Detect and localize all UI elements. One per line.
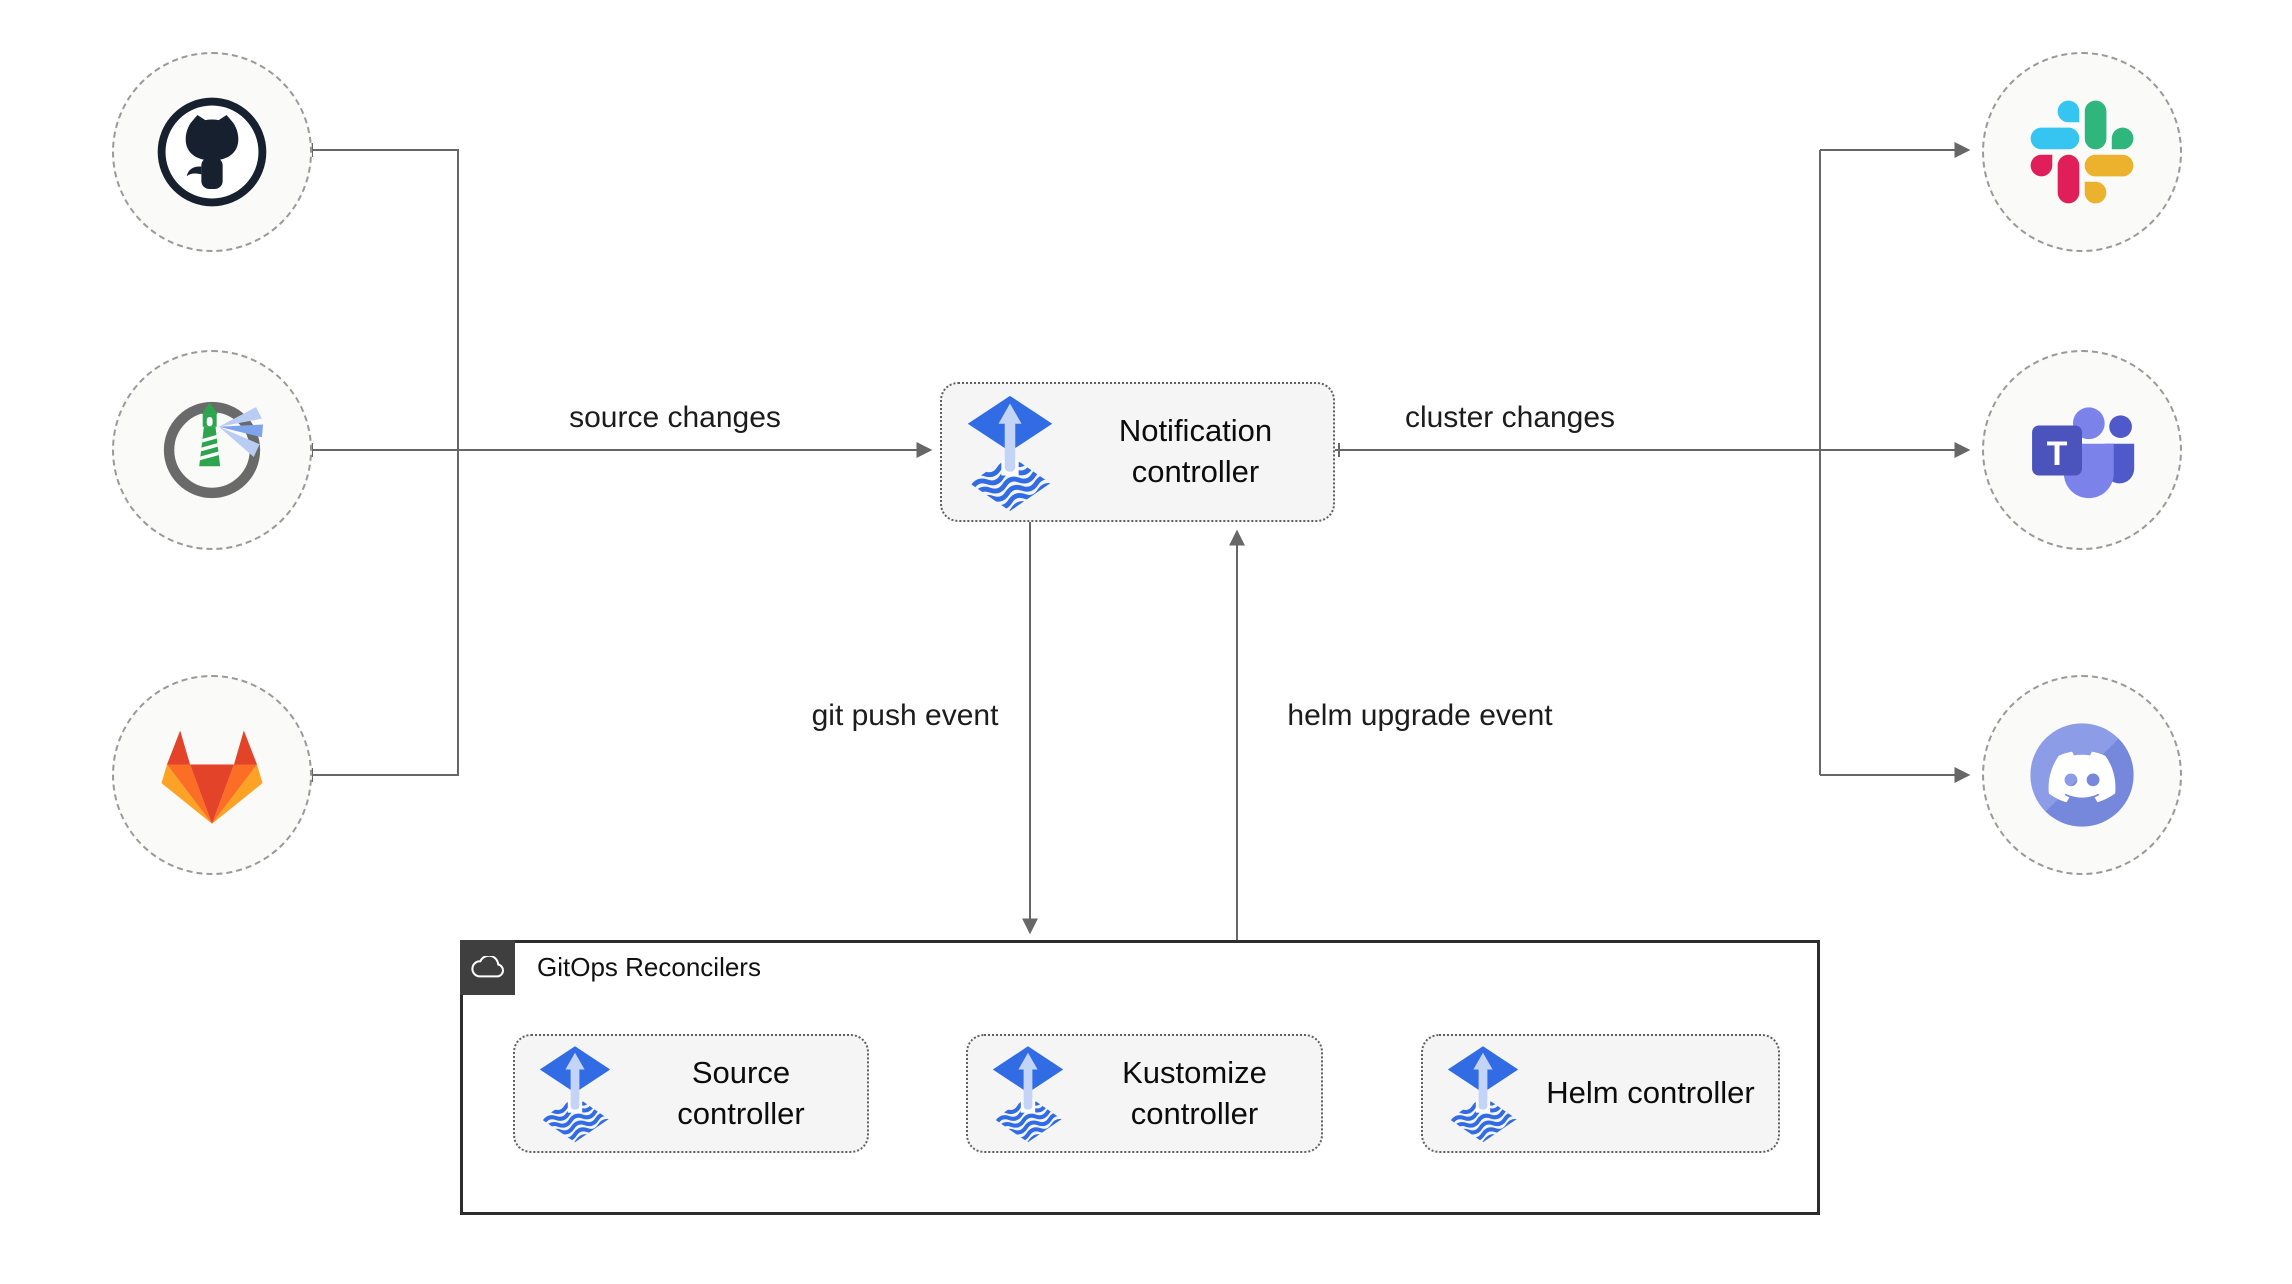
cloud-badge <box>460 940 515 995</box>
flux-icon <box>962 392 1058 513</box>
kustomize-controller-label: Kustomize controller <box>1122 1054 1267 1131</box>
node-harbor[interactable] <box>112 350 312 550</box>
slack-icon <box>2030 100 2134 204</box>
notification-controller-label: Notification controller <box>1118 413 1273 489</box>
flux-icon <box>988 1043 1068 1144</box>
edge-label-git-push-event: git push event <box>807 699 1003 733</box>
node-teams[interactable] <box>1982 350 2182 550</box>
edge-label-cluster-changes: cluster changes <box>1400 401 1620 435</box>
node-kustomize-controller[interactable]: Kustomize controller <box>966 1034 1323 1153</box>
wire-sources-trunk <box>312 149 459 776</box>
teams-icon <box>2023 396 2141 505</box>
flux-icon <box>1443 1043 1523 1144</box>
cloud-icon <box>470 956 506 980</box>
github-icon <box>156 96 268 208</box>
edge-label-helm-upgrade-event: helm upgrade event <box>1283 699 1557 733</box>
gitlab-icon <box>157 725 267 826</box>
harbor-icon <box>154 392 270 508</box>
flux-icon <box>535 1043 615 1144</box>
node-github[interactable] <box>112 52 312 252</box>
node-discord[interactable] <box>1982 675 2182 875</box>
edge-label-source-changes: source changes <box>565 401 785 435</box>
source-controller-label: Source controller <box>677 1054 805 1131</box>
helm-controller-label: Helm controller <box>1546 1075 1755 1111</box>
node-source-controller[interactable]: Source controller <box>513 1034 869 1153</box>
node-helm-controller[interactable]: Helm controller <box>1421 1034 1780 1153</box>
node-slack[interactable] <box>1982 52 2182 252</box>
group-gitops-reconcilers[interactable]: GitOps Reconcilers Source controller Kus… <box>460 940 1820 1215</box>
group-title: GitOps Reconcilers <box>537 952 761 982</box>
discord-icon <box>2023 716 2141 834</box>
node-gitlab[interactable] <box>112 675 312 875</box>
node-notification-controller[interactable]: Notification controller <box>940 382 1335 522</box>
